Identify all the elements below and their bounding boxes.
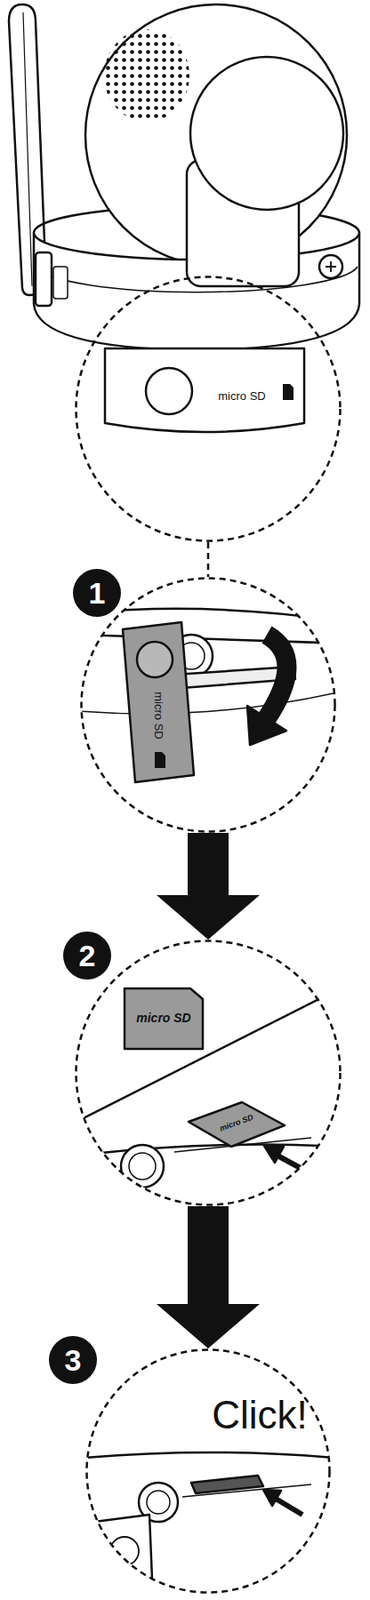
art-part bbox=[53, 266, 68, 299]
block-arrow bbox=[156, 833, 260, 941]
step-three-drawing bbox=[85, 1453, 335, 1600]
step-circle: 1micro SD bbox=[80, 577, 337, 834]
slot-label: micro SD bbox=[217, 390, 266, 403]
block-arrow bbox=[156, 1206, 260, 1350]
camera-drawing bbox=[8, 4, 360, 433]
art-part bbox=[146, 1491, 170, 1515]
art-part bbox=[136, 642, 173, 678]
art-part bbox=[282, 384, 294, 401]
dashed-circle-line bbox=[81, 579, 336, 833]
dashed-circle-line bbox=[76, 941, 341, 1207]
art-part bbox=[190, 56, 344, 210]
dashed-circle-line bbox=[87, 1351, 330, 1594]
art-part bbox=[104, 348, 305, 433]
callout-number: 3 bbox=[48, 1336, 97, 1385]
art-part bbox=[266, 635, 288, 719]
art-part bbox=[104, 29, 190, 122]
click-text: Click! bbox=[211, 1394, 308, 1438]
art-part bbox=[264, 1146, 284, 1164]
dashed-leader bbox=[207, 542, 210, 578]
art-part bbox=[247, 706, 287, 746]
dashed-circle bbox=[85, 1349, 331, 1595]
art-part bbox=[319, 255, 343, 279]
art-part bbox=[23, 12, 33, 287]
art-part bbox=[85, 1453, 335, 1459]
art-part bbox=[78, 690, 349, 715]
step-circle: 3Click! bbox=[85, 1349, 331, 1595]
art-part bbox=[191, 1476, 264, 1495]
art-part bbox=[76, 1145, 344, 1157]
art-part bbox=[277, 1156, 307, 1173]
card-logo: micro SD bbox=[218, 1114, 256, 1135]
art-part bbox=[78, 635, 349, 644]
art-part bbox=[110, 1537, 139, 1567]
cover-label: micro SD bbox=[152, 691, 165, 740]
art-part bbox=[35, 252, 52, 306]
art-part bbox=[188, 1102, 285, 1148]
art-part bbox=[325, 261, 337, 273]
card-logo: micro SD bbox=[136, 1012, 191, 1026]
dashed-circle-line bbox=[76, 277, 341, 542]
art-part bbox=[154, 752, 166, 769]
art-part bbox=[128, 1153, 156, 1181]
dashed-circle bbox=[80, 577, 337, 834]
step-two-drawing bbox=[76, 987, 344, 1189]
art-part bbox=[76, 987, 344, 1123]
zoom-circle: micro SD bbox=[74, 275, 342, 543]
step-one-drawing bbox=[78, 609, 349, 783]
art-part bbox=[122, 622, 194, 783]
art-part bbox=[94, 1515, 153, 1600]
art-part bbox=[145, 368, 193, 415]
art-part bbox=[78, 609, 349, 623]
step-circle: 2micro SDmicro SD bbox=[74, 940, 342, 1207]
dashed-circle bbox=[74, 940, 342, 1207]
callout-number: 1 bbox=[72, 569, 121, 618]
callout-number: 2 bbox=[63, 932, 112, 981]
dashed-circle bbox=[74, 275, 342, 543]
art-part bbox=[120, 1145, 164, 1189]
art-part bbox=[275, 1499, 303, 1516]
art-part bbox=[263, 1490, 282, 1507]
art-part bbox=[124, 989, 203, 1050]
